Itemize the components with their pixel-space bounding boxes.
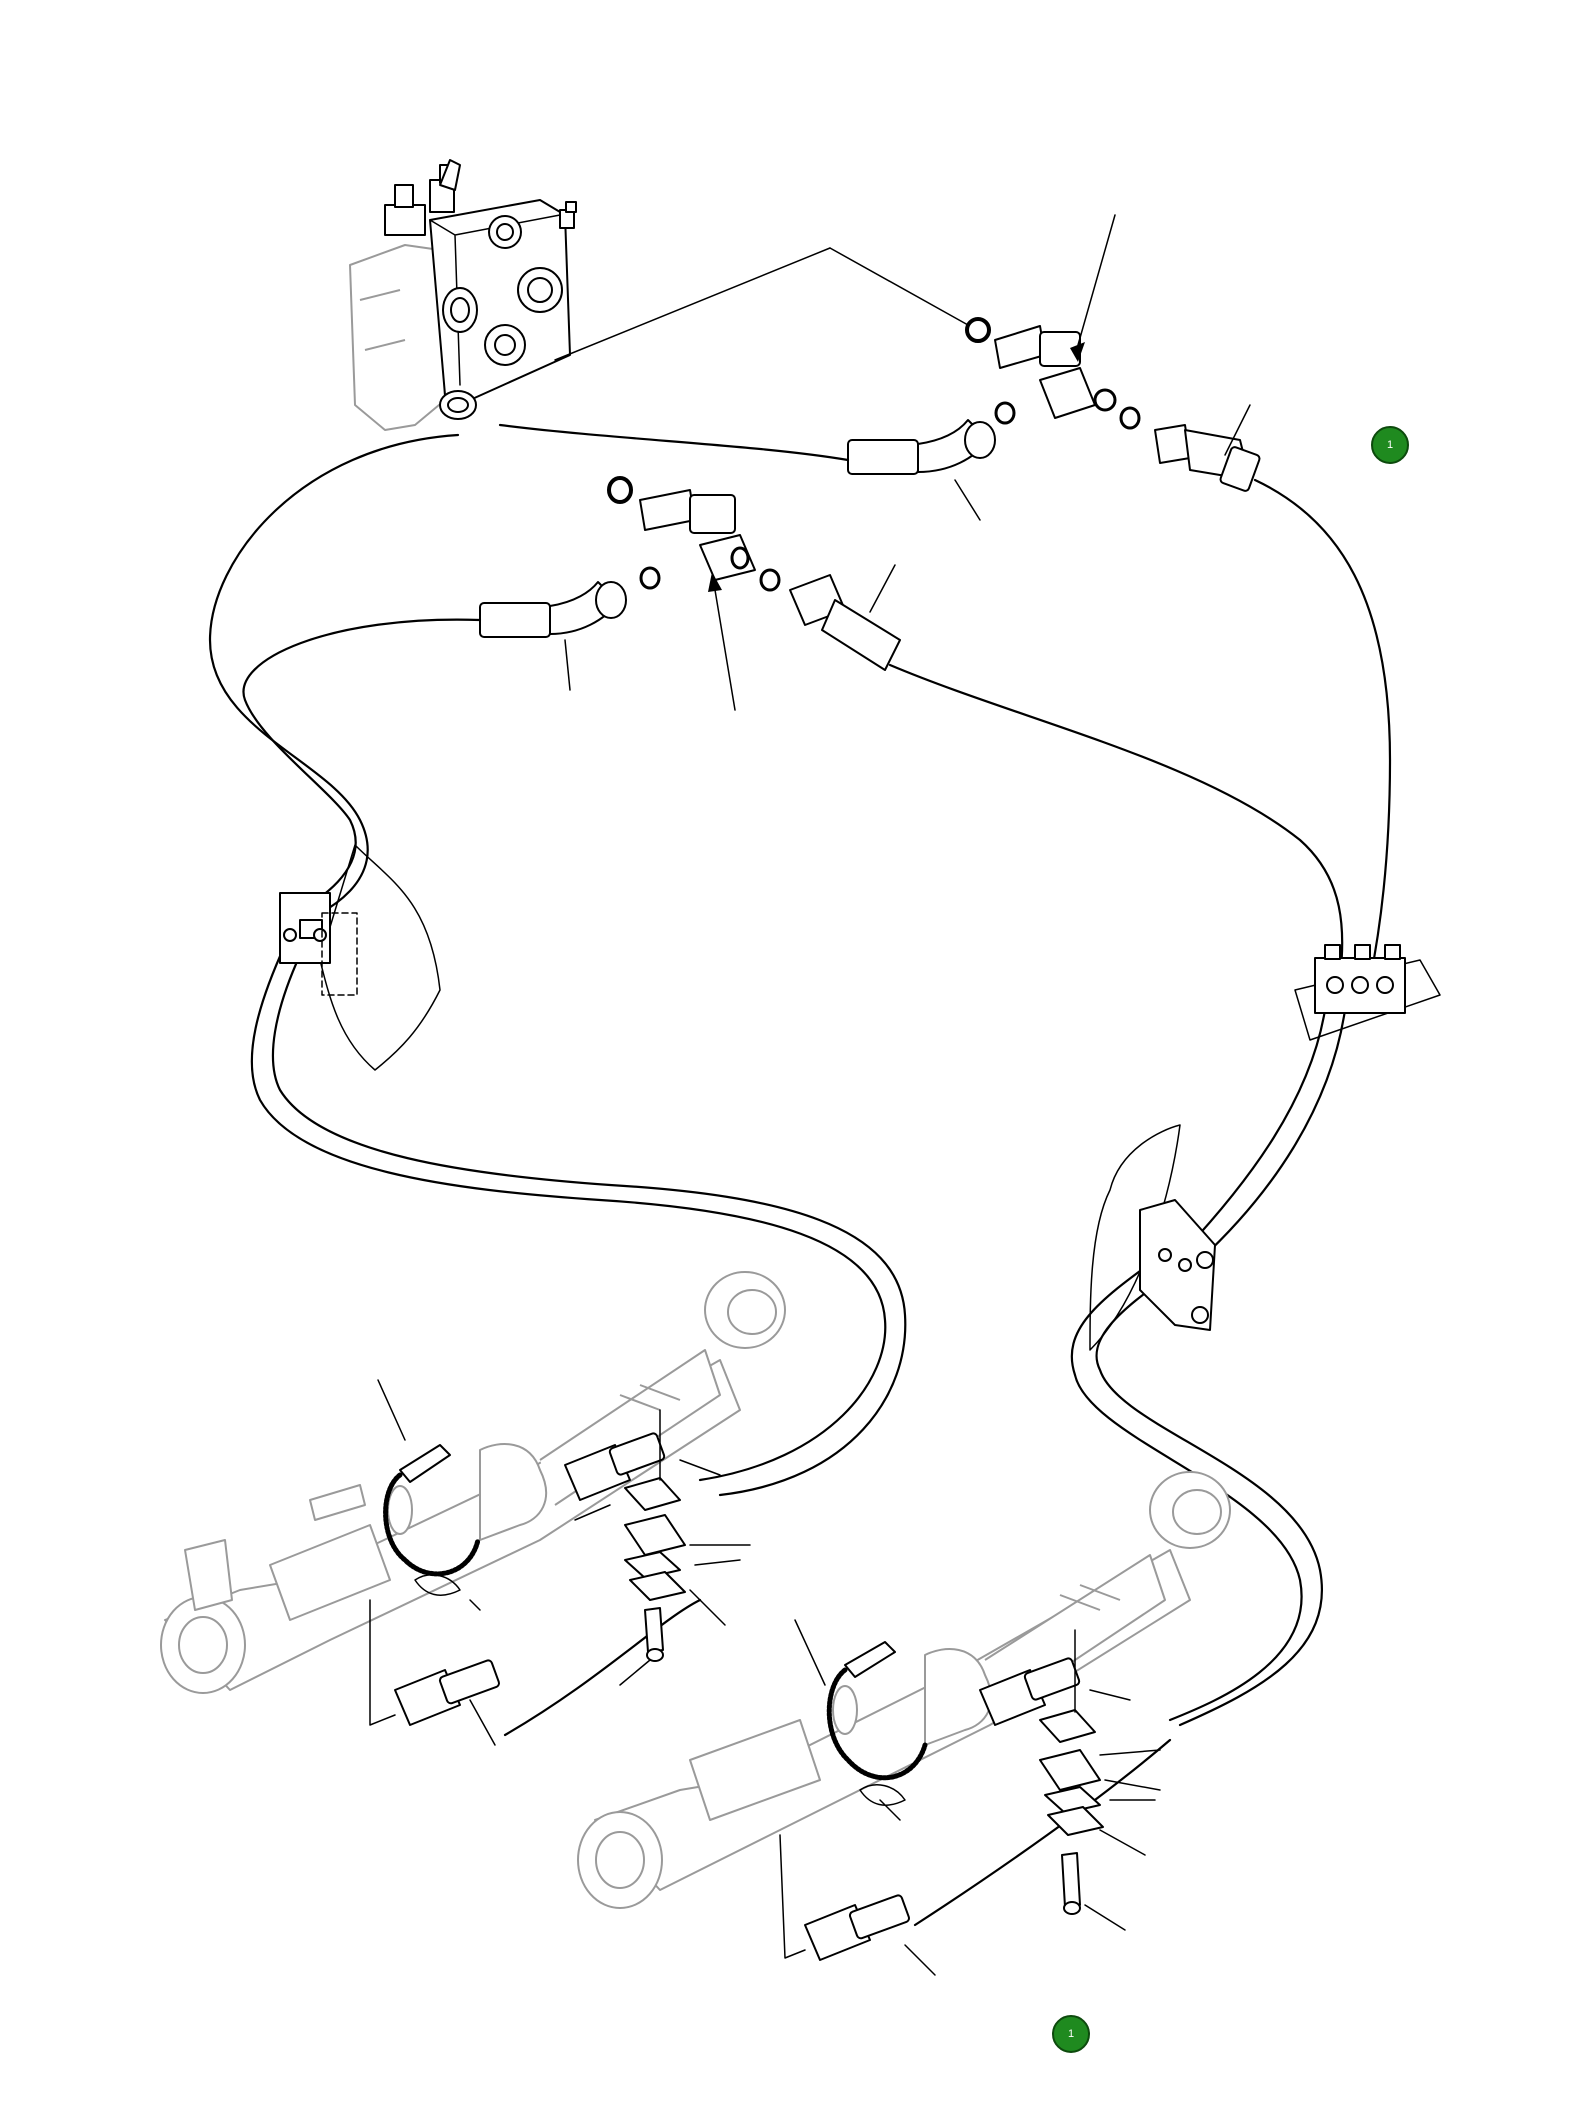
- left-cylinder-leader-lines: [377, 1379, 751, 1746]
- upper-tee-fitting-assembly: [965, 317, 1261, 492]
- left-hydraulic-cylinder: [160, 1271, 786, 1694]
- left-clamp-stack: [624, 1409, 686, 1662]
- right-cylinder-leader-lines: [794, 1619, 1161, 1976]
- lower-elbow-hose-end: [479, 581, 627, 638]
- right-cylinder-hose-clamp-ring: [826, 1641, 928, 1806]
- right-clamp-stack: [1039, 1629, 1104, 1915]
- callout-badge-bottom[interactable]: 1: [1052, 2015, 1090, 2053]
- right-upper-hose-clamp-bracket: [1294, 944, 1441, 1041]
- left-cylinder-fittings: [369, 1432, 666, 1726]
- left-hose-clamp-bracket: [279, 844, 441, 1071]
- hydraulic-hoses: [208, 423, 1392, 1927]
- callout-badge-top-right[interactable]: 1: [1371, 426, 1409, 464]
- leader-lines: [554, 214, 1251, 711]
- lower-straight-hose-end: [789, 574, 901, 671]
- upper-elbow-hose-end: [847, 419, 996, 475]
- left-cylinder-hose-clamp-ring: [383, 1444, 481, 1596]
- control-valve: [349, 159, 577, 431]
- lower-tee-fitting-assembly: [607, 476, 781, 592]
- right-lower-hose-clamp-bracket: [1089, 1124, 1216, 1351]
- right-cylinder-fittings: [779, 1657, 1081, 1961]
